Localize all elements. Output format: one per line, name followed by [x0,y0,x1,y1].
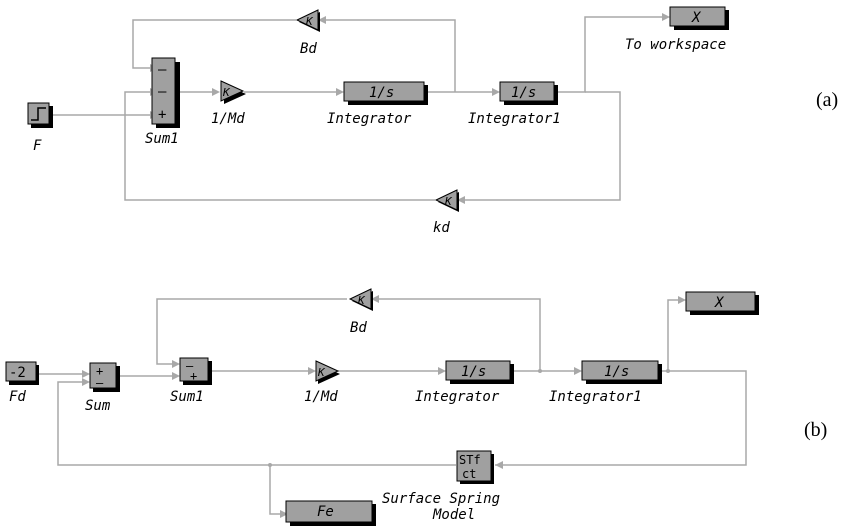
integrator-text: 1/s [369,85,394,101]
sum1-label: Sum1 [145,131,179,147]
sum1-sign-1: – [158,62,167,78]
constant-fd-label: Fd [9,389,26,405]
surface-spring-bottom: ct [462,467,476,481]
panel-b-arrows [82,295,686,518]
integrator-b-label: Integrator [415,389,500,405]
sum-label: Sum [85,398,111,414]
sum-sign-1: + [96,364,103,378]
integrator1-block[interactable]: 1/s [499,81,558,105]
gain-kd-label: kd [433,220,450,236]
to-workspace-label: To workspace [625,37,726,53]
gain-kd-block[interactable]: K [434,189,459,212]
panel-b-wires [36,298,747,515]
gain-mass-symbol: K [222,86,231,99]
gain-bd-b-label: Bd [350,320,367,336]
sum1-b-block[interactable]: – + [179,357,212,385]
gain-kd-symbol: K [444,195,453,208]
integrator-block[interactable]: 1/s [343,81,428,105]
panel-b-junctions [268,369,670,467]
integrator1-b-text: 1/s [604,364,629,380]
surface-spring-label-2: Model [432,507,475,523]
integrator-b-text: 1/s [461,364,486,380]
gain-bd-b-symbol: K [357,294,366,307]
surface-spring-label-1: Surface Spring [382,491,500,507]
to-workspace-b-block[interactable]: X [685,291,759,315]
to-workspace-text: X [691,10,702,26]
gain-bd-b-block[interactable]: K [348,288,373,311]
surface-spring-top: STf [459,453,481,467]
step-label: F [33,138,42,154]
gain-mass-b-symbol: K [317,366,326,379]
integrator-b-block[interactable]: 1/s [445,360,514,384]
panel-a: F – – + Sum1 K 1/Md 1/s Integrator 1/ [27,6,838,236]
sum1-b-sign-1: – [186,359,194,373]
constant-fd-value: -2 [9,365,26,381]
gain-mass-b-label: 1/Md [304,389,338,405]
to-workspace-block[interactable]: X [669,6,729,30]
panel-a-arrows [150,13,670,204]
sum-block[interactable]: + – [89,362,120,392]
gain-mass-label: 1/Md [211,111,245,127]
gain-bd-symbol: K [305,15,314,28]
gain-bd-label: Bd [300,41,317,57]
panel-b-tag: (b) [804,419,827,441]
sum1-b-sign-2: + [190,369,197,383]
gain-mass-block[interactable]: K [220,80,246,104]
integrator-label: Integrator [327,111,412,127]
constant-fd-block[interactable]: -2 [5,361,39,385]
panel-b: -2 Fd + – Sum – + Sum1 K 1/Md [5,288,827,526]
sum1-block[interactable]: – – + [151,57,180,128]
integrator1-text: 1/s [511,85,536,101]
panel-a-tag: (a) [816,89,838,111]
surface-spring-block[interactable]: STf ct [456,450,494,484]
panel-a-wires [52,16,662,201]
gain-bd-block[interactable]: K [295,9,320,32]
fe-text: Fe [317,504,334,520]
step-block[interactable] [27,102,53,128]
integrator1-b-block[interactable]: 1/s [581,360,662,384]
integrator1-label: Integrator1 [468,111,561,127]
sum1-sign-3: + [158,107,166,123]
integrator1-b-label: Integrator1 [549,389,642,405]
sum-sign-2: – [96,376,104,390]
fe-block[interactable]: Fe [285,500,376,526]
sum1-sign-2: – [158,84,167,100]
gain-mass-b-block[interactable]: K [315,360,340,384]
sum1-b-label: Sum1 [170,389,204,405]
to-workspace-b-text: X [714,295,725,311]
